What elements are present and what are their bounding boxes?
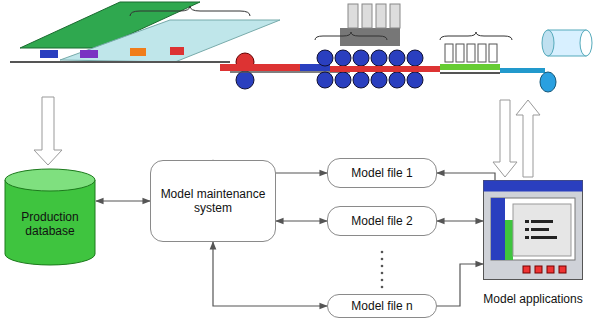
node-label: Model maintenance system	[151, 187, 275, 215]
connector-arrow	[437, 173, 495, 180]
database-cylinder: Production database	[4, 168, 96, 266]
node-label: Model file 2	[345, 214, 418, 228]
process-box: Model maintenance system	[150, 160, 276, 242]
connector-arrow	[96, 200, 150, 201]
node-caption: Model applications	[483, 292, 582, 306]
process-box: Model file 2	[327, 206, 437, 236]
connector-arrow	[437, 264, 483, 306]
process-box: Model file 1	[327, 158, 437, 188]
connector-arrow	[213, 242, 327, 306]
hollow-arrow	[493, 100, 517, 177]
hollow-arrow	[34, 97, 62, 165]
connector-arrow	[437, 220, 483, 221]
node-label: Production database	[4, 196, 96, 238]
connector-arrow	[276, 220, 327, 221]
node-label: Model file n	[345, 299, 418, 313]
application-window: Model applications	[483, 180, 583, 280]
node-label: Model file 1	[345, 166, 418, 180]
hollow-arrow	[516, 100, 540, 177]
window-icon	[483, 180, 583, 280]
process-box: Model file n	[327, 294, 437, 318]
